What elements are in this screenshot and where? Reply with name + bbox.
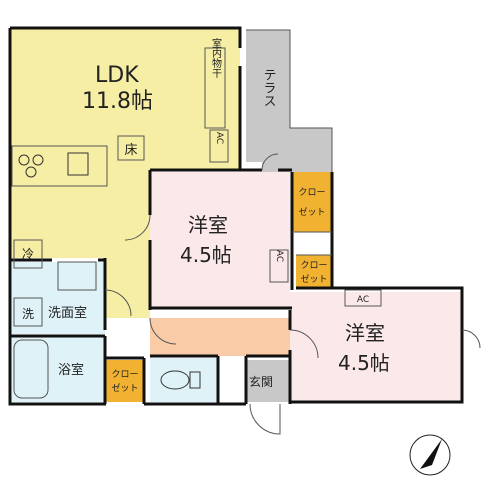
closet1-label-2: ゼット xyxy=(298,206,325,218)
ldk-size: 11.8帖 xyxy=(82,89,153,114)
ldk-name: LDK xyxy=(95,63,139,88)
floor-heater-box xyxy=(117,135,145,161)
terrace-area xyxy=(246,30,332,172)
western-room-2-area xyxy=(290,292,462,402)
sink-icon xyxy=(67,152,89,176)
counter xyxy=(11,145,108,187)
washroom-name: 洗面室 xyxy=(48,305,87,321)
toilet-icon xyxy=(160,370,201,390)
north-arrow-icon xyxy=(409,434,451,476)
fridge-box xyxy=(13,239,43,269)
ldk-ac-box xyxy=(209,129,229,163)
door-swing-terrace xyxy=(261,153,279,171)
w2-ac-box xyxy=(344,289,382,307)
entrance-area xyxy=(246,360,290,402)
closet3-label-2: ゼット xyxy=(111,382,138,394)
w1-ac: AC xyxy=(274,250,284,262)
western-room-1-area xyxy=(150,172,290,307)
outer-wall xyxy=(10,26,242,170)
closet1-label-1: クロー xyxy=(298,187,325,198)
door-swing-hall xyxy=(149,317,177,345)
ldk-ac: AC xyxy=(214,132,224,144)
terrace-name: テラス xyxy=(261,68,276,107)
closet3-label-1: クロー xyxy=(111,369,138,380)
washbasin xyxy=(57,261,97,291)
washer-box xyxy=(13,297,43,327)
hallway-area xyxy=(150,318,290,356)
terrace-outline xyxy=(246,29,333,172)
bath-area xyxy=(12,336,105,402)
closet-2-area xyxy=(296,255,332,289)
w1-ac-box xyxy=(269,249,289,283)
closet2-label-2: ゼット xyxy=(300,273,327,285)
closet-divider xyxy=(292,231,332,256)
outer-wall-left xyxy=(8,28,106,406)
door-swing-w2 xyxy=(289,329,319,359)
door-swing-washroom xyxy=(104,289,132,317)
w1-size: 4.5帖 xyxy=(180,243,232,267)
bathtub xyxy=(13,339,49,399)
closet2-label-1: クロー xyxy=(300,260,327,271)
wall-hall-bottom xyxy=(150,354,290,404)
dry-rack-box xyxy=(204,47,226,129)
door-swing-w2-right xyxy=(461,329,481,349)
w2-size: 4.5帖 xyxy=(338,351,390,375)
wall-ldk-bottom xyxy=(10,258,107,330)
toilet-area xyxy=(150,358,218,402)
w1-name: 洋室 xyxy=(188,213,228,237)
door-swing-entrance xyxy=(249,403,281,435)
closet-3-area xyxy=(106,360,144,402)
closet-1-area xyxy=(292,172,332,232)
wall-closet3 xyxy=(106,356,146,404)
dry-label: 室内物干 xyxy=(210,37,222,79)
door-swing-ldk-w1 xyxy=(124,214,151,241)
stove-icon xyxy=(18,154,44,178)
entrance-name: 玄関 xyxy=(249,374,273,389)
ldk-area xyxy=(10,28,240,318)
fridge-label: 冷 xyxy=(22,247,34,261)
bath-name: 浴室 xyxy=(58,362,84,378)
w2-ac: AC xyxy=(357,295,369,305)
floor-label: 床 xyxy=(124,143,137,158)
w2-name: 洋室 xyxy=(345,321,385,345)
washer-label: 洗 xyxy=(22,307,34,321)
